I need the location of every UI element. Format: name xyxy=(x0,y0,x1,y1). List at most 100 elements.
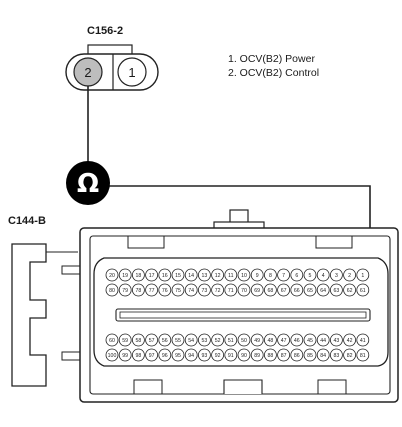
legend-item-1: 1. OCV(B2) Power xyxy=(228,53,315,65)
ecu-pin-label-5: 5 xyxy=(309,273,312,279)
ecu-pin-10 xyxy=(237,268,251,282)
ecu-pin-16 xyxy=(158,268,172,282)
ecu-pin-85 xyxy=(303,348,317,362)
ecu-top-clip-right xyxy=(315,235,353,249)
ecu-pin-label-44: 44 xyxy=(320,338,326,344)
ecu-pin-9 xyxy=(250,268,264,282)
ecu-pin-label-92: 92 xyxy=(215,353,221,359)
ecu-pin-69 xyxy=(250,283,264,297)
ecu-pin-label-50: 50 xyxy=(241,338,247,344)
ecu-pin-7 xyxy=(277,268,291,282)
ohmmeter: Ω xyxy=(66,161,110,205)
ecu-pin-label-48: 48 xyxy=(268,338,274,344)
connector-c156-2-pin-1-label: 1 xyxy=(128,65,135,80)
ecu-pin-20 xyxy=(105,268,119,282)
ecu-pin-label-3: 3 xyxy=(335,273,338,279)
ecu-pin-76 xyxy=(158,283,172,297)
ecu-pin-label-19: 19 xyxy=(122,273,128,279)
ecu-pin-label-82: 82 xyxy=(347,353,353,359)
ecu-pin-label-68: 68 xyxy=(268,288,274,294)
ecu-pin-19 xyxy=(118,268,132,282)
ecu-pin-label-58: 58 xyxy=(136,338,142,344)
ecu-pin-label-60: 60 xyxy=(109,338,115,344)
ecu-pin-label-54: 54 xyxy=(188,338,194,344)
ohmmeter-circle xyxy=(66,161,110,205)
ecu-pin-84 xyxy=(316,348,330,362)
ecu-pin-label-46: 46 xyxy=(294,338,300,344)
pin-legend: 1. OCV(B2) Power 2. OCV(B2) Control xyxy=(228,52,319,80)
ecu-pin-label-52: 52 xyxy=(215,338,221,344)
ecu-pin-95 xyxy=(171,348,185,362)
ecu-pin-93 xyxy=(197,348,211,362)
ecu-pin-86 xyxy=(290,348,304,362)
ecu-pin-label-62: 62 xyxy=(347,288,353,294)
ecu-pin-label-87: 87 xyxy=(281,353,287,359)
ecu-pin-18 xyxy=(131,268,145,282)
ecu-center-slot-inner xyxy=(119,311,367,319)
connector-c156-2-pin-2-label: 2 xyxy=(84,65,91,80)
ecu-pin-label-73: 73 xyxy=(202,288,208,294)
ecu-pin-47 xyxy=(277,333,291,347)
ecu-pin-48 xyxy=(263,333,277,347)
ecu-pin-label-12: 12 xyxy=(215,273,221,279)
ecu-pin-83 xyxy=(329,348,343,362)
ecu-pin-11 xyxy=(224,268,238,282)
ecu-pin-88 xyxy=(263,348,277,362)
ecu-pin-68 xyxy=(263,283,277,297)
ecu-pin-label-67: 67 xyxy=(281,288,287,294)
ecu-pin-label-81: 81 xyxy=(360,353,366,359)
ecu-pin-45 xyxy=(303,333,317,347)
ecu-pin-12 xyxy=(211,268,225,282)
ecu-pin-67 xyxy=(277,283,291,297)
ecu-pin-label-100: 100 xyxy=(108,353,117,359)
ecu-pin-label-77: 77 xyxy=(149,288,155,294)
ecu-pin-72 xyxy=(211,283,225,297)
ecu-pin-42 xyxy=(343,333,357,347)
ecu-pin-label-96: 96 xyxy=(162,353,168,359)
ecu-pin-74 xyxy=(184,283,198,297)
ecu-foot-right xyxy=(317,379,347,395)
ecu-pin-53 xyxy=(197,333,211,347)
ecu-pin-71 xyxy=(224,283,238,297)
ecu-pin-90 xyxy=(237,348,251,362)
ecu-pin-label-84: 84 xyxy=(320,353,326,359)
ecu-pin-label-18: 18 xyxy=(136,273,142,279)
ecu-pin-2 xyxy=(343,268,357,282)
ecu-pin-43 xyxy=(329,333,343,347)
ecu-pin-label-42: 42 xyxy=(347,338,353,344)
ecu-pin-98 xyxy=(131,348,145,362)
ecu-pin-3 xyxy=(329,268,343,282)
ecu-pin-label-70: 70 xyxy=(241,288,247,294)
ecu-left-stub-top xyxy=(61,265,83,275)
ecu-pin-label-86: 86 xyxy=(294,353,300,359)
ecu-pin-87 xyxy=(277,348,291,362)
ecu-pin-label-1: 1 xyxy=(361,273,364,279)
ecu-pin-label-2: 2 xyxy=(348,273,351,279)
ecu-foot-left xyxy=(133,379,163,395)
ecu-pin-52 xyxy=(211,333,225,347)
ecu-pin-15 xyxy=(171,268,185,282)
ecu-pin-label-57: 57 xyxy=(149,338,155,344)
connector-c156-2: C156-2 2 1 xyxy=(65,25,159,91)
ecu-pin-label-65: 65 xyxy=(307,288,313,294)
ecu-pin-44 xyxy=(316,333,330,347)
ecu-pin-label-63: 63 xyxy=(334,288,340,294)
ecu-pin-55 xyxy=(171,333,185,347)
ecu-pin-label-79: 79 xyxy=(122,288,128,294)
ecu-pin-label-93: 93 xyxy=(202,353,208,359)
ecu-pin-14 xyxy=(184,268,198,282)
ohm-symbol: Ω xyxy=(77,169,99,199)
ecu-pin-4 xyxy=(316,268,330,282)
ecu-pin-label-43: 43 xyxy=(334,338,340,344)
connector-c156-2-pin-1 xyxy=(117,57,147,87)
connector-c144-b-label: C144-B xyxy=(8,215,46,227)
ecu-pin-label-17: 17 xyxy=(149,273,155,279)
ecu-pin-label-59: 59 xyxy=(122,338,128,344)
ecu-pin-label-8: 8 xyxy=(269,273,272,279)
ecu-pin-80 xyxy=(105,283,119,297)
ecu-pin-57 xyxy=(145,333,159,347)
ecu-pin-label-9: 9 xyxy=(256,273,259,279)
ecu-pin-61 xyxy=(356,283,370,297)
ecu-pin-94 xyxy=(184,348,198,362)
ecu-pin-label-88: 88 xyxy=(268,353,274,359)
